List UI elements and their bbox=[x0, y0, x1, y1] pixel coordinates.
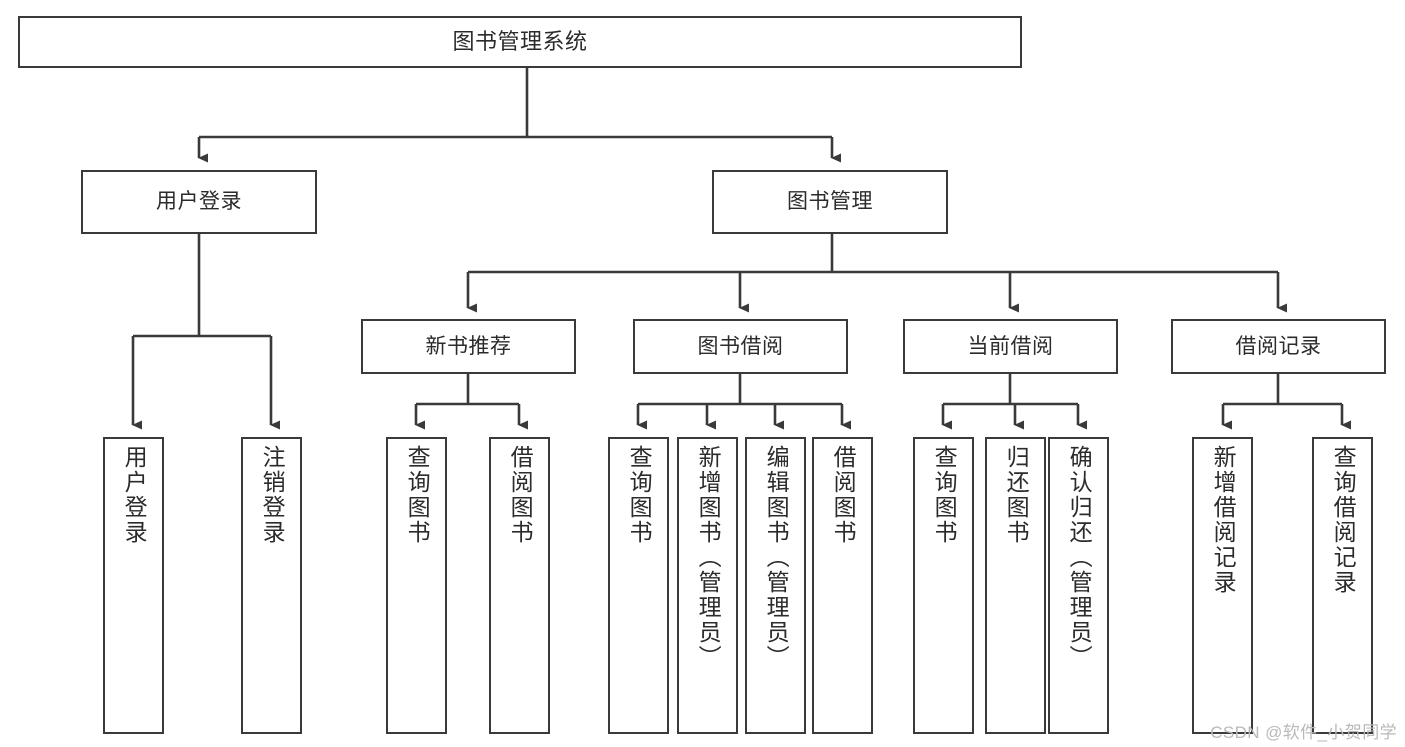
node-book-manage[interactable]: 图书管理 bbox=[712, 170, 948, 234]
node-label: 借阅记录 bbox=[1235, 334, 1322, 358]
node-label: 归还图书 bbox=[1003, 445, 1030, 545]
node-label: 用户登录 bbox=[156, 190, 242, 214]
node-leaf-current-return-book[interactable]: 归还图书 bbox=[985, 437, 1046, 734]
node-book-borrow[interactable]: 图书借阅 bbox=[633, 319, 848, 374]
node-leaf-borrow-add-book-admin[interactable]: 新增图书（管理员） bbox=[677, 437, 738, 734]
node-label: 查询图书 bbox=[404, 445, 431, 545]
node-label: 图书借阅 bbox=[697, 334, 784, 358]
node-label: 新增借阅记录 bbox=[1210, 445, 1237, 595]
node-label: 借阅图书 bbox=[507, 445, 534, 545]
node-label: 借阅图书 bbox=[830, 445, 857, 545]
node-label: 编辑图书（管理员） bbox=[763, 445, 790, 670]
node-label: 新书推荐 bbox=[425, 334, 512, 358]
node-label: 注销登录 bbox=[259, 445, 286, 545]
node-leaf-current-confirm-return-admin[interactable]: 确认归还（管理员） bbox=[1048, 437, 1109, 734]
node-root-book-management-system[interactable]: 图书管理系统 bbox=[18, 16, 1022, 68]
node-leaf-borrow-lend-book[interactable]: 借阅图书 bbox=[812, 437, 873, 734]
node-current-borrow[interactable]: 当前借阅 bbox=[903, 319, 1118, 374]
node-label: 用户登录 bbox=[121, 445, 148, 545]
node-leaf-borrow-edit-book-admin[interactable]: 编辑图书（管理员） bbox=[745, 437, 806, 734]
node-label: 查询图书 bbox=[626, 445, 653, 545]
node-label: 确认归还（管理员） bbox=[1066, 445, 1093, 670]
node-label: 查询借阅记录 bbox=[1330, 445, 1357, 595]
node-leaf-recommend-borrow-book[interactable]: 借阅图书 bbox=[489, 437, 550, 734]
node-leaf-recommend-query-book[interactable]: 查询图书 bbox=[386, 437, 447, 734]
node-leaf-query-borrow-record[interactable]: 查询借阅记录 bbox=[1312, 437, 1373, 734]
node-label: 当前借阅 bbox=[967, 334, 1054, 358]
node-leaf-user-login[interactable]: 用户登录 bbox=[103, 437, 164, 734]
node-leaf-add-borrow-record[interactable]: 新增借阅记录 bbox=[1192, 437, 1253, 734]
node-label: 图书管理 bbox=[787, 190, 873, 214]
node-label: 查询图书 bbox=[931, 445, 958, 545]
node-borrow-record[interactable]: 借阅记录 bbox=[1171, 319, 1386, 374]
node-label: 新增图书（管理员） bbox=[695, 445, 722, 670]
node-leaf-current-query-book[interactable]: 查询图书 bbox=[913, 437, 974, 734]
node-leaf-user-logout[interactable]: 注销登录 bbox=[241, 437, 302, 734]
node-label: 图书管理系统 bbox=[452, 28, 588, 54]
node-new-book-recommend[interactable]: 新书推荐 bbox=[361, 319, 576, 374]
node-leaf-borrow-query-book[interactable]: 查询图书 bbox=[608, 437, 669, 734]
csdn-watermark: CSDN @软件_小贺同学 bbox=[1210, 723, 1397, 742]
node-user-login[interactable]: 用户登录 bbox=[81, 170, 317, 234]
